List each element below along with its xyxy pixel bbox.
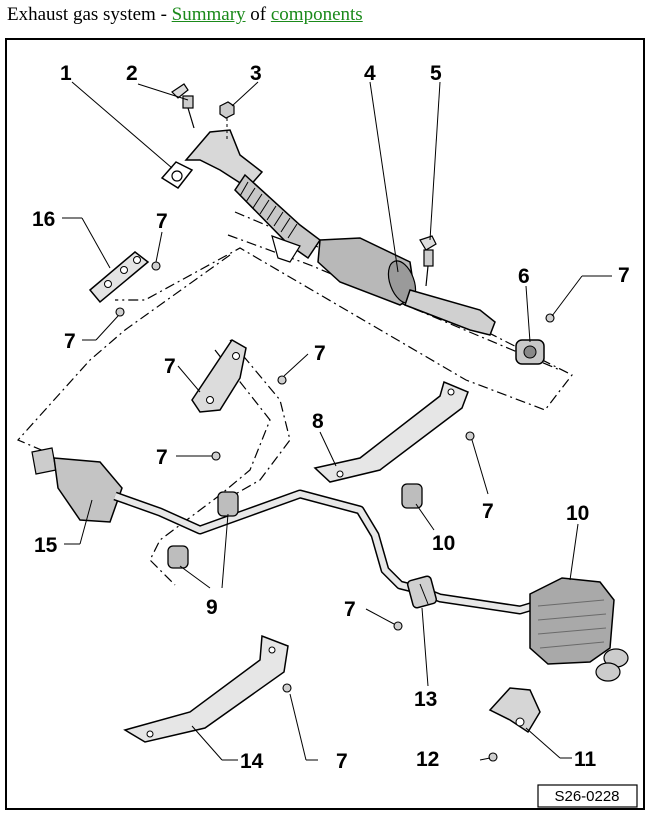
callout-7c: 7 [64,330,76,353]
reference-code-box [537,784,638,808]
lambda-probe-2 [171,83,195,129]
callout-7d: 7 [314,342,326,365]
callout-10a: 9 [206,596,218,619]
callout-17: 16 [32,208,55,231]
bracket-tab [271,235,301,263]
callout-7g: 7 [344,598,356,621]
title-mid: of [245,4,271,25]
callout-8: 7 [164,355,176,378]
flex-ribs [239,181,298,239]
rubber-mount-6 [515,339,545,365]
callout-3: 3 [250,62,262,85]
callout-7a: 7 [618,264,630,287]
callout-15: 14 [240,750,264,773]
lambda-probe-5 [419,235,437,287]
diagram-frame [5,38,645,810]
bolts-7 [115,261,555,762]
callout-6: 6 [518,265,530,288]
callout-7b: 7 [156,210,168,233]
summary-link[interactable]: Summary [171,4,246,25]
callout-14: 13 [414,688,437,711]
rubber-mounts-10 [167,483,423,569]
callout-9: 8 [312,410,324,433]
components-link[interactable]: components [270,4,363,25]
bracket-8 [191,339,247,413]
title-prefix: Exhaust gas system - [7,4,172,25]
callout-16: 15 [34,534,58,557]
callout-12: 11 [574,748,597,771]
clamp-14 [406,575,438,609]
callout-11: 10 [566,502,589,525]
callout-7h: 7 [336,750,348,773]
callout-5: 5 [430,62,442,85]
bracket-12 [488,687,541,734]
front-pipe [160,129,322,263]
front-silencer-16 [31,447,123,523]
catalytic-converter [317,237,496,336]
callout-4: 4 [364,62,376,85]
cross-member-9 [313,380,469,483]
callout-2: 2 [126,62,138,85]
center-pipe-fill [113,491,541,613]
callout-1: 1 [60,62,72,85]
callout-7f: 7 [482,500,494,523]
leader-lines [62,81,612,761]
callout-7e: 7 [156,446,168,469]
callout-10b: 10 [432,532,455,555]
manifold-flange [184,129,264,189]
gasket-hole [171,170,183,182]
bracket-17 [88,251,150,304]
reference-code: S26-0228 [554,788,619,805]
rear-silencer-11 [529,577,629,682]
page-title: Exhaust gas system - Summary of componen… [7,4,363,26]
cross-member-15 [123,634,289,743]
dash-dot-outline [16,211,573,586]
flex-pipe [234,173,322,260]
callout-13: 12 [416,748,439,771]
nut-3 [219,101,235,140]
